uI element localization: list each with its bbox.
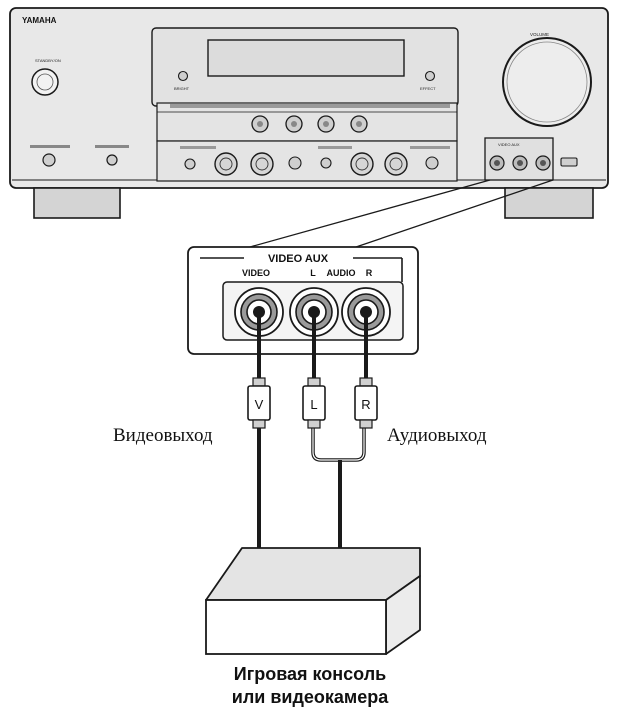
usb-port[interactable] — [560, 157, 578, 167]
control-knob-4[interactable] — [425, 156, 439, 170]
source-device — [205, 547, 421, 655]
tone-knob-1[interactable] — [214, 152, 238, 176]
left-foot — [33, 187, 121, 219]
right-plug-letter: R — [361, 397, 370, 412]
input-selector-strip — [156, 102, 458, 142]
phones-jack-label — [30, 145, 70, 148]
audio-cable-merge — [311, 428, 366, 462]
display-window — [207, 39, 405, 77]
zoom-line-left — [249, 179, 491, 248]
effect-button[interactable] — [424, 70, 436, 82]
phones-jack[interactable] — [42, 153, 56, 167]
volume-label: VOLUME — [530, 32, 549, 37]
cables — [257, 312, 368, 548]
receiver-video-aux-title: VIDEO AUX — [498, 142, 520, 147]
video-aux-jack-panel: VIDEO AUX VIDEO L AUDIO R — [187, 246, 419, 355]
control-knob-1[interactable] — [184, 158, 196, 170]
device-label-line1: Игровая консоль — [233, 664, 387, 684]
device-top-face — [205, 547, 421, 601]
audio-out-label: Аудиовыход — [387, 425, 487, 446]
tone-knob-4[interactable] — [384, 152, 408, 176]
jack-panel-title: VIDEO AUX — [268, 253, 329, 265]
power-button[interactable] — [31, 68, 59, 96]
audio-left-plug: L — [302, 377, 326, 429]
jack-label-left: L — [310, 268, 316, 278]
video-plug: V — [247, 377, 271, 429]
right-foot — [504, 187, 594, 219]
device-label-line2: или видеокамера — [231, 687, 389, 707]
jack-label-right: R — [366, 268, 373, 278]
bright-button[interactable] — [177, 70, 189, 82]
brand-logo: YAMAHA — [22, 16, 57, 25]
tone-knob-2[interactable] — [250, 152, 274, 176]
input-selector-knobs — [251, 115, 368, 133]
control-knob-3[interactable] — [320, 157, 332, 169]
left-plug-letter: L — [310, 397, 317, 412]
volume-knob[interactable] — [502, 37, 592, 127]
audio-right-plug: R — [354, 377, 378, 429]
device-front-face — [205, 599, 387, 655]
speaker-button[interactable] — [106, 154, 118, 166]
video-plug-letter: V — [255, 397, 264, 412]
video-out-label: Видеовыход — [113, 425, 213, 446]
jack-label-audio: AUDIO — [327, 268, 356, 278]
tone-knob-3[interactable] — [350, 152, 374, 176]
effect-label: EFFECT — [420, 86, 436, 91]
av-receiver: YAMAHA STANDBY/ON BRIGHT EFFECT — [9, 7, 609, 219]
zoom-line-right — [355, 179, 554, 248]
control-knob-2[interactable] — [288, 156, 302, 170]
jack-label-video: VIDEO — [242, 268, 270, 278]
bright-label: BRIGHT — [174, 86, 190, 91]
svg-text:STANDBY/ON: STANDBY/ON — [35, 58, 61, 63]
